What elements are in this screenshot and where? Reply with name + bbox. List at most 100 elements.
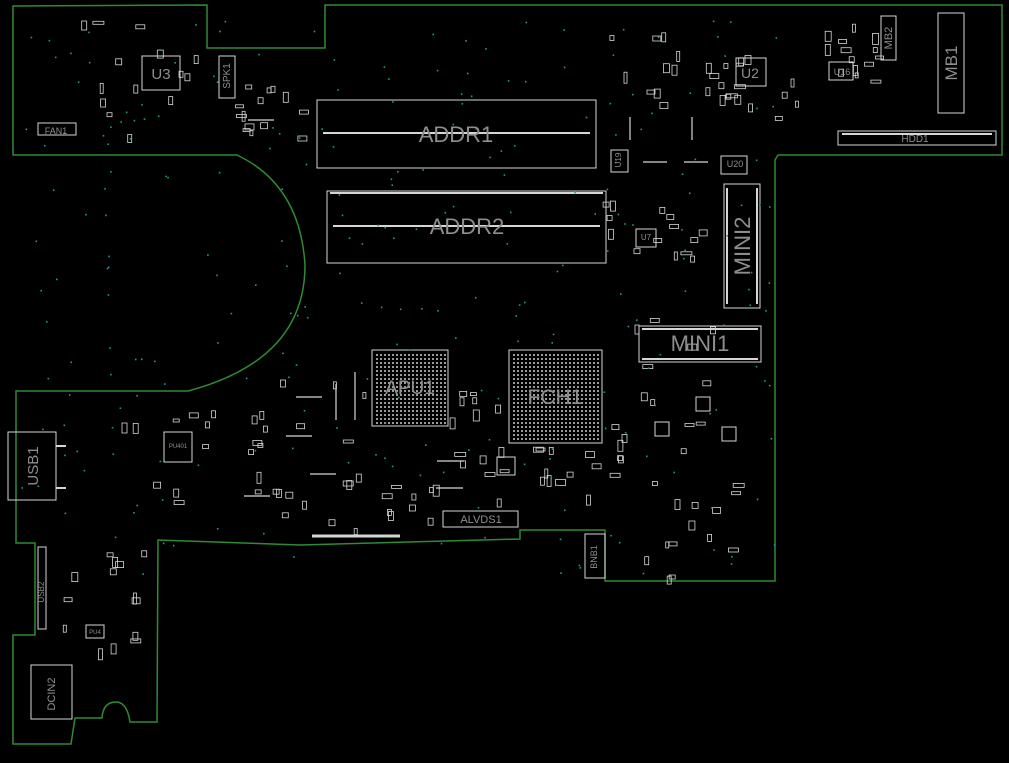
passive-component <box>824 44 831 56</box>
u20-chip <box>720 155 748 175</box>
apu1-package-ball <box>380 378 382 380</box>
via <box>255 284 257 286</box>
fch1-package-ball <box>545 366 547 368</box>
via <box>615 134 617 136</box>
fch1-package-ball <box>517 386 519 388</box>
fch1-package-ball <box>553 374 555 376</box>
fch1-package-ball <box>577 366 579 368</box>
apu1-package-ball <box>424 354 426 356</box>
u16-chip <box>828 61 854 81</box>
via <box>384 422 387 424</box>
via <box>70 361 72 364</box>
via <box>765 310 767 312</box>
fch1-package-ball <box>525 406 527 408</box>
fan1-connector <box>37 122 77 136</box>
apu1-package-ball <box>396 382 398 384</box>
fch1-package-ball <box>561 410 563 412</box>
u20-label: U20 <box>727 159 744 169</box>
passive-component <box>633 248 641 255</box>
via <box>647 367 650 369</box>
via <box>347 461 350 464</box>
apu1-package-ball <box>408 414 410 416</box>
apu1-package-ball <box>388 358 390 360</box>
apu1-package-ball <box>400 410 402 412</box>
via <box>398 396 400 399</box>
via <box>157 115 160 118</box>
apu1-package-ball <box>392 378 394 380</box>
passive-component <box>546 475 552 487</box>
fch1-package-ball <box>517 418 519 420</box>
apu1-package-ball <box>416 410 418 412</box>
via <box>436 69 439 72</box>
apu1-package-ball <box>408 406 410 408</box>
passive-component <box>728 547 739 553</box>
via <box>109 347 111 349</box>
via <box>563 29 565 31</box>
apu1-package-ball <box>400 422 402 424</box>
apu1-package-ball <box>420 410 422 412</box>
apu1-package-ball <box>408 382 410 384</box>
via <box>458 127 460 129</box>
fch1-package-ball <box>541 426 543 428</box>
via <box>102 135 105 137</box>
via <box>574 191 576 194</box>
fch1-package-ball <box>589 434 591 436</box>
passive-component <box>644 556 650 566</box>
passive-component <box>872 33 879 45</box>
passive-component <box>256 471 262 484</box>
fch1-package-ball <box>581 430 583 432</box>
via <box>52 189 55 191</box>
apu1-package-ball <box>400 362 402 364</box>
fch1-package-ball <box>521 386 523 388</box>
passive-component <box>205 421 210 429</box>
apu1-package-ball <box>400 402 402 404</box>
fch1-package-ball <box>529 378 531 380</box>
passive-component <box>676 51 681 62</box>
passive-component <box>661 32 667 43</box>
via <box>83 469 86 472</box>
fch1-package-ball <box>525 382 527 384</box>
apu1-package-ball <box>392 386 394 388</box>
fch1-package-ball <box>537 430 539 432</box>
apu1-package-ball <box>440 378 442 380</box>
passive-component <box>260 122 269 130</box>
passive-component <box>533 446 544 453</box>
fch1-package-ball <box>521 366 523 368</box>
apu1-package-ball <box>436 386 438 388</box>
passive-component <box>496 498 502 508</box>
via <box>107 143 109 145</box>
apu1-package-ball <box>444 366 446 368</box>
passive-component <box>272 488 280 495</box>
passive-component <box>479 455 487 465</box>
via <box>120 121 122 123</box>
passive-component <box>498 446 505 458</box>
fch1-package-ball <box>577 390 579 392</box>
apu1-package-ball <box>384 382 386 384</box>
fch1-package-ball <box>513 370 515 372</box>
fch1-package-ball <box>581 414 583 416</box>
passive-component <box>838 39 847 44</box>
fch1-package-ball <box>533 354 535 356</box>
via <box>375 454 377 456</box>
fch1-package-ball <box>569 370 571 372</box>
apu1-package-ball <box>404 374 406 376</box>
fch1-package-ball <box>569 354 571 356</box>
apu1-package-ball <box>384 402 386 404</box>
fch1-package-ball <box>533 430 535 432</box>
fch1-package-ball <box>521 398 523 400</box>
apu1-package-ball <box>380 358 382 360</box>
fch1-package-ball <box>553 366 555 368</box>
fch1-package-ball <box>517 410 519 412</box>
passive-component <box>241 110 246 122</box>
passive-component <box>472 409 480 422</box>
passive-component <box>202 444 210 449</box>
apu1-package-ball <box>404 370 406 372</box>
apu1-package-ball <box>388 390 390 392</box>
apu1-package-ball <box>376 378 378 380</box>
fch1-package-ball <box>525 374 527 376</box>
via <box>507 80 510 82</box>
fch1-package-ball <box>565 406 567 408</box>
apu1-package-ball <box>436 378 438 380</box>
passive-component <box>608 228 614 240</box>
fch1-package-ball <box>597 386 599 388</box>
